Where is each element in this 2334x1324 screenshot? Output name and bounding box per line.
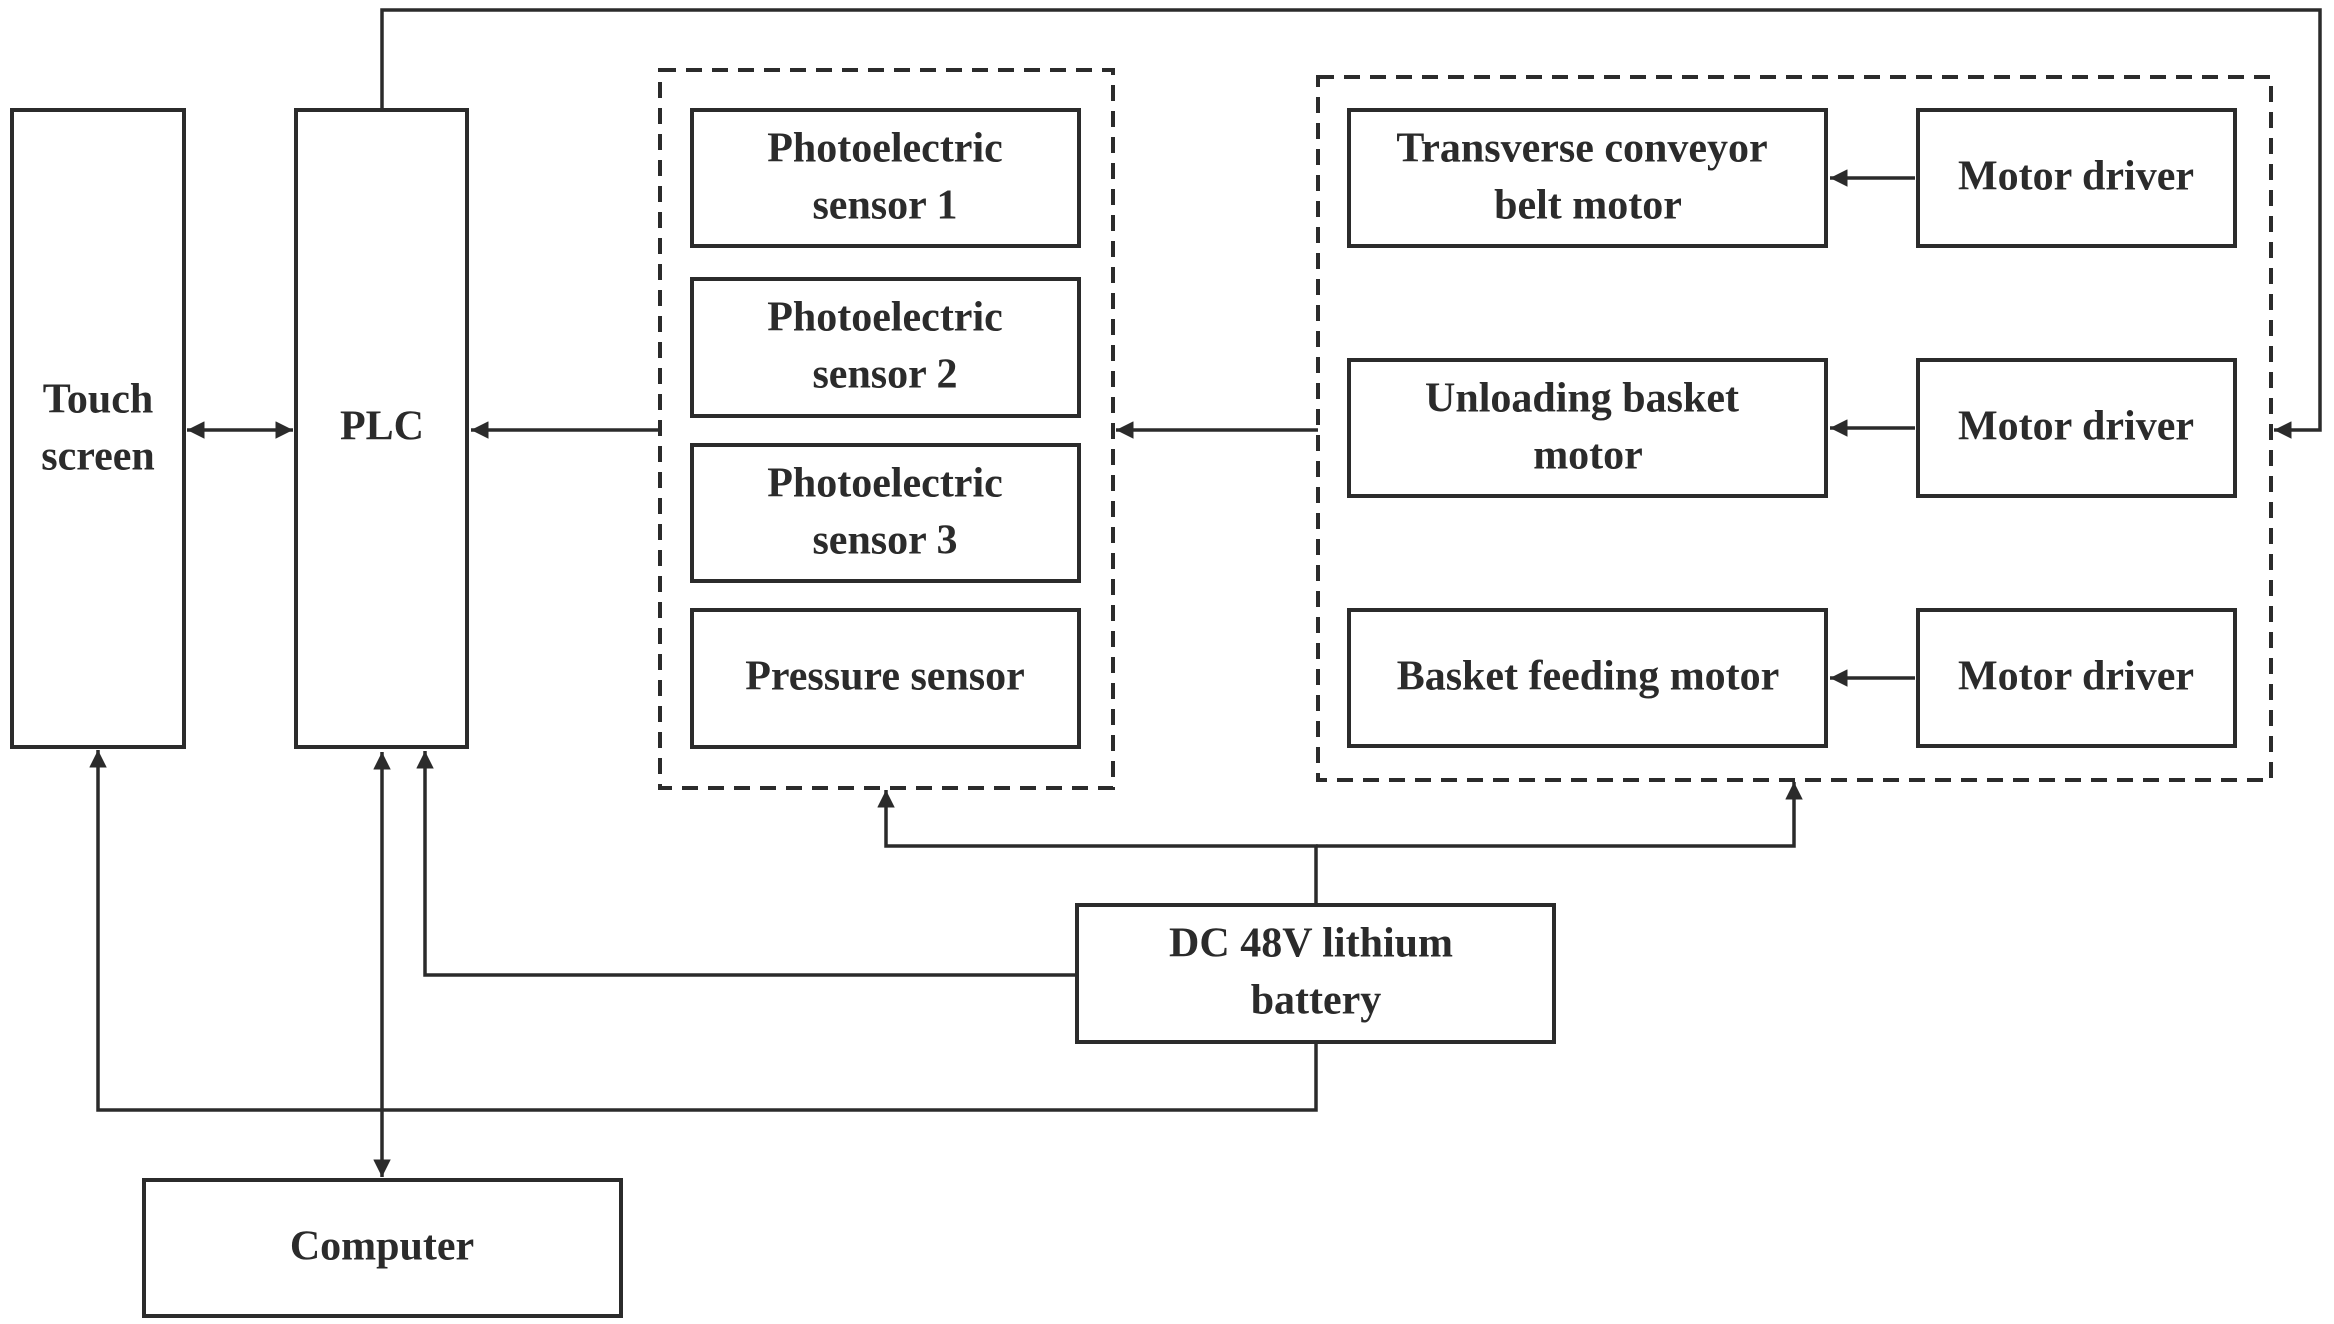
transverse-motor-label-line1: Transverse conveyor	[1396, 126, 1767, 172]
unloading-motor-label-line1: Unloading basket	[1425, 376, 1739, 422]
photoelectric-sensor-3-block: Photoelectric sensor 3	[690, 443, 1081, 583]
battery-to-plc-arrow	[416, 751, 1077, 977]
sensor-1-label-line1: Photoelectric	[767, 126, 1003, 172]
pressure-sensor-label: Pressure sensor	[745, 654, 1025, 700]
battery-to-motors-arrow	[1316, 782, 1803, 848]
computer-block: Computer	[142, 1178, 623, 1318]
connections	[89, 8, 2322, 1177]
photoelectric-sensor-1-block: Photoelectric sensor 1	[690, 108, 1081, 248]
basket-feeding-motor-block: Basket feeding motor	[1347, 608, 1828, 748]
sensor-3-label-line2: sensor 3	[812, 518, 957, 564]
battery-label-line1: DC 48V lithium	[1169, 921, 1453, 967]
battery-block: DC 48V lithium battery	[1075, 903, 1556, 1044]
motor-group-frame	[1316, 75, 2273, 782]
sensor-2-label-line2: sensor 2	[812, 352, 957, 398]
transverse-motor-label-line2: belt motor	[1494, 183, 1682, 229]
pressure-sensor-block: Pressure sensor	[690, 608, 1081, 749]
transverse-conveyor-motor-block: Transverse conveyor belt motor	[1347, 108, 1828, 248]
motor-driver-3-block: Motor driver	[1916, 608, 2237, 748]
computer-label: Computer	[290, 1224, 474, 1270]
photoelectric-sensor-2-block: Photoelectric sensor 2	[690, 277, 1081, 418]
motor-driver-2-label: Motor driver	[1958, 404, 2194, 450]
unloading-motor-label-line2: motor	[1533, 433, 1643, 479]
motor-driver-3-label: Motor driver	[1958, 654, 2194, 700]
sensor-2-label-line1: Photoelectric	[767, 295, 1003, 341]
motor-driver-2-block: Motor driver	[1916, 358, 2237, 498]
motor-driver-1-label: Motor driver	[1958, 154, 2194, 200]
battery-to-touchscreen-arrow	[89, 750, 1318, 1112]
touch-screen-label-line2: screen	[41, 434, 155, 480]
motor-driver-1-block: Motor driver	[1916, 108, 2237, 248]
plc-label: PLC	[340, 404, 424, 450]
plc-to-motor-group-arrow	[380, 8, 2322, 439]
feeding-motor-label: Basket feeding motor	[1397, 654, 1780, 700]
touch-screen-block: Touch screen	[10, 108, 186, 749]
sensor-1-label-line2: sensor 1	[812, 183, 957, 229]
touch-screen-label-line1: Touch	[43, 377, 154, 423]
plc-block: PLC	[294, 108, 469, 749]
unloading-basket-motor-block: Unloading basket motor	[1347, 358, 1828, 498]
battery-to-sensors-arrow	[877, 790, 1318, 905]
battery-label-line2: battery	[1251, 978, 1382, 1024]
sensor-3-label-line1: Photoelectric	[767, 461, 1003, 507]
